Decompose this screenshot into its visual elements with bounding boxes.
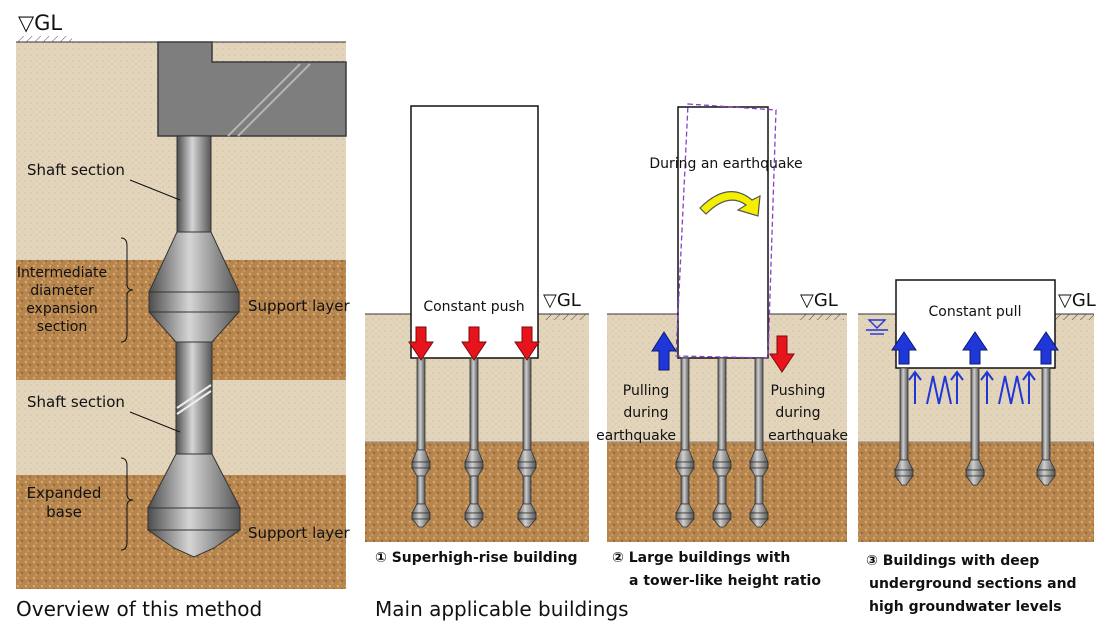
case3-caption-3: high groundwater levels <box>869 599 1062 615</box>
case2-right-1: Pushing <box>771 383 826 399</box>
case1-push-arrows <box>408 326 540 361</box>
case3-pull-arrows <box>891 331 1059 365</box>
case3-caption-2: underground sections and <box>869 576 1077 592</box>
label-intermediate-4: section <box>37 319 87 335</box>
applicable-caption: Main applicable buildings <box>375 597 629 621</box>
case2-right-2: during <box>775 405 820 421</box>
case1-building <box>410 105 539 359</box>
water-level-icon <box>866 319 888 335</box>
case2-push-arrow <box>769 335 795 373</box>
case1-ground-label: ▽GL <box>543 290 581 311</box>
uplift-pressure-arrows <box>908 370 1036 405</box>
label-expanded-1: Expanded <box>27 484 102 502</box>
label-shaft-lower: Shaft section <box>27 393 125 411</box>
case2-note: During an earthquake <box>649 156 802 172</box>
case3-piles <box>894 367 1056 486</box>
case2-caption-2: a tower-like height ratio <box>629 573 821 589</box>
case2-ground-label: ▽GL <box>800 290 838 311</box>
overview-panel: ▽GL Shaft section Intermediate diameter … <box>16 11 351 621</box>
label-intermediate-1: Intermediate <box>17 265 107 281</box>
case1-piles <box>411 357 537 528</box>
overview-caption: Overview of this method <box>16 597 262 621</box>
case2-right-3: earthquake <box>768 428 848 444</box>
case3-panel: ▽GL Constant pull <box>858 279 1096 615</box>
label-support-upper: Support layer <box>248 297 351 315</box>
case2-rotation-arrow <box>699 191 761 217</box>
case1-load-label: Constant push <box>423 299 524 315</box>
case2-pull-arrow <box>651 331 677 371</box>
case3-caption-1: ③ Buildings with deep <box>866 553 1039 569</box>
label-intermediate-2: diameter <box>30 283 94 299</box>
case2-piles <box>675 357 769 528</box>
label-intermediate-3: expansion <box>26 301 98 317</box>
label-expanded-2: base <box>46 503 82 521</box>
label-shaft-upper: Shaft section <box>27 161 125 179</box>
case1-caption: ① Superhigh-rise building <box>375 550 578 566</box>
case3-load-label: Constant pull <box>929 304 1022 320</box>
case1-panel: ▽GL Constant push <box>365 105 589 566</box>
case2-left-2: during <box>623 405 668 421</box>
case2-left-1: Pulling <box>623 383 670 399</box>
label-support-lower: Support layer <box>248 524 351 542</box>
case3-ground-label: ▽GL <box>1058 290 1096 311</box>
case2-panel: ▽GL During an earthquake <box>596 103 848 589</box>
case2-tilted-outline <box>675 103 777 359</box>
case2-building <box>677 106 769 359</box>
case2-left-3: earthquake <box>596 428 676 444</box>
ground-hatch <box>18 36 72 42</box>
case2-caption-1: ② Large buildings with <box>612 550 790 566</box>
overview-ground-label: ▽GL <box>18 11 62 35</box>
pile-shaft-section <box>146 135 242 558</box>
